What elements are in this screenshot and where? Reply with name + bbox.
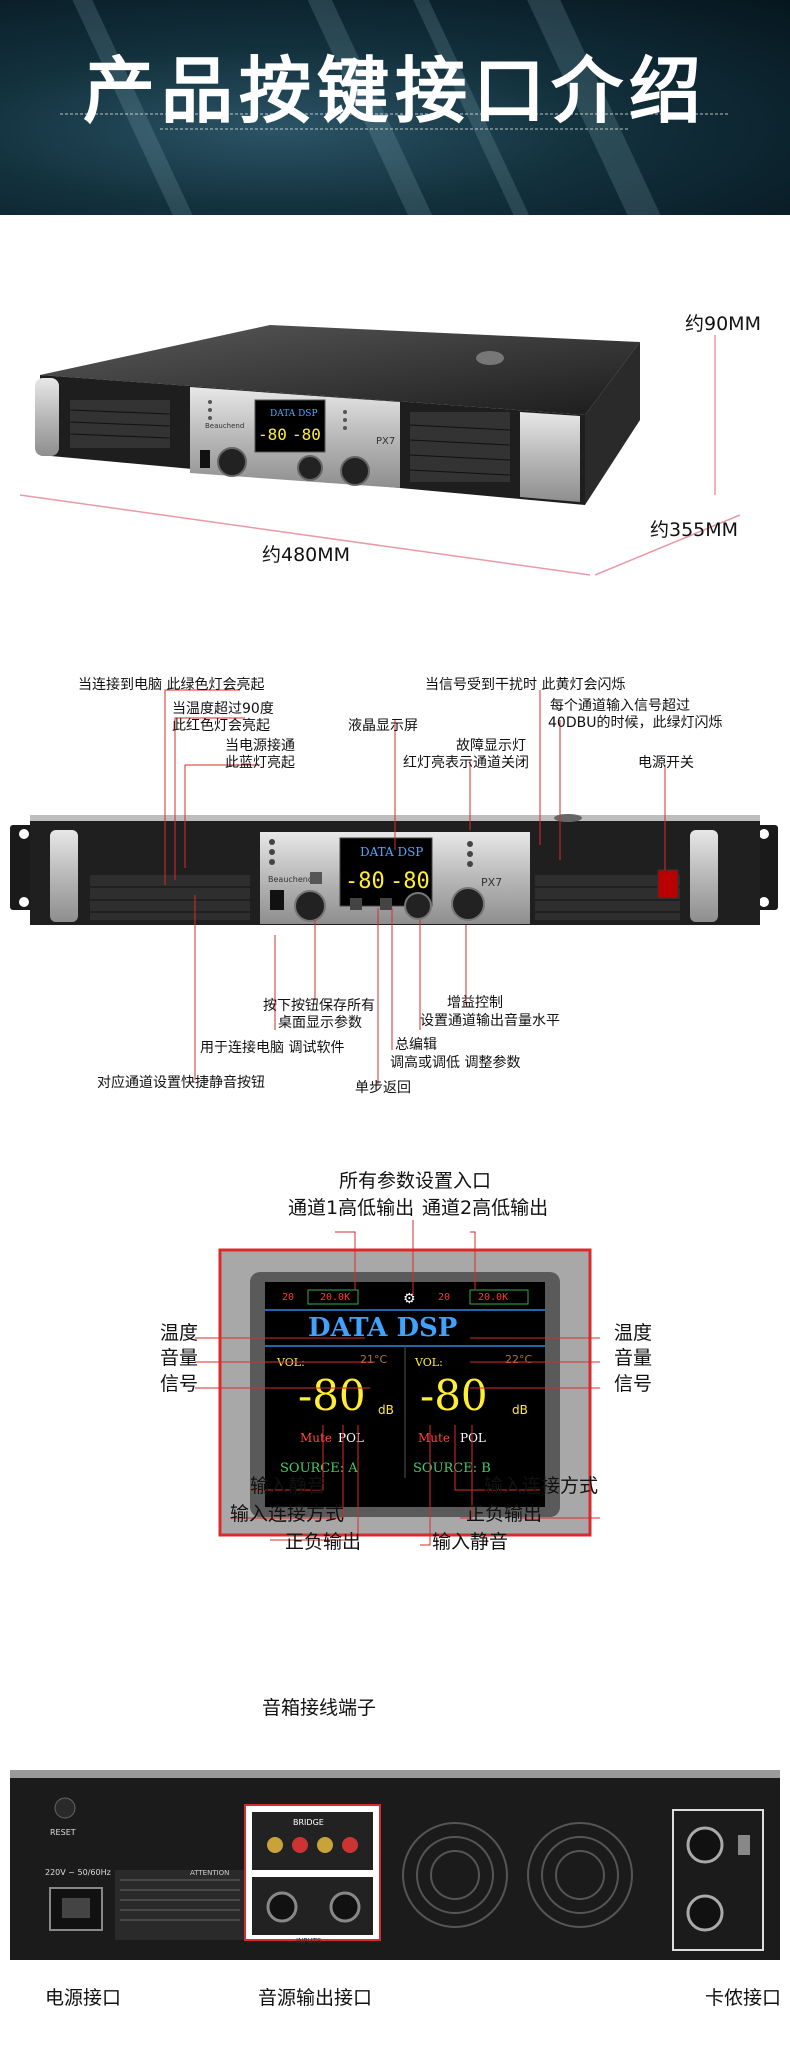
svg-text:-80: -80 (420, 1371, 488, 1420)
svg-text:Mute: Mute (300, 1431, 332, 1445)
page-title: 产品按键接口介绍 (82, 49, 707, 133)
label-save-button-1: 按下按钮保存所有 (263, 998, 375, 1014)
label-save-button-2: 桌面显示参数 (278, 1015, 362, 1031)
svg-text:VOL:: VOL: (414, 1356, 443, 1369)
svg-text:-80: -80 (345, 869, 385, 894)
gear-icon: ⚙ (403, 1291, 416, 1307)
dim-height: 约90MM (685, 313, 761, 335)
svg-text:POL: POL (338, 1431, 364, 1445)
label-terminal: 音箱接线端子 (262, 1697, 377, 1719)
svg-text:dB: dB (378, 1403, 394, 1417)
rear-panel-drawing: RESET 220V ~ 50/60Hz ATTENTION BRIDGE IN… (10, 1770, 780, 1960)
svg-text:21°C: 21°C (360, 1353, 387, 1366)
label-signal-led-1: 每个通道输入信号超过 (550, 698, 690, 714)
label-clip-led: 当信号受到干扰时 此黄灯会闪烁 (425, 677, 626, 693)
svg-text:BRIDGE: BRIDGE (293, 1818, 324, 1827)
svg-text:DATA DSP: DATA DSP (270, 409, 318, 419)
svg-text:22°C: 22°C (505, 1353, 532, 1366)
svg-text:-80: -80 (390, 869, 430, 894)
svg-text:20: 20 (282, 1292, 294, 1303)
svg-text:-80: -80 (298, 1371, 366, 1420)
svg-text:Mute: Mute (418, 1431, 450, 1445)
svg-text:DATA DSP: DATA DSP (360, 845, 423, 859)
label-fault-led-2: 红灯亮表示通道关闭 (403, 755, 529, 771)
front-panel-leaders (164, 689, 666, 1085)
label-usb: 用于连接电脑 调试软件 (200, 1040, 345, 1056)
label-gain-knob-1: 增益控制 (447, 995, 503, 1011)
title-banner: 产品按键接口介绍 (0, 0, 790, 215)
svg-text:POL: POL (460, 1431, 486, 1445)
label-mute-button: 对应通道设置快捷静音按钮 (97, 1075, 265, 1091)
svg-text:220V ~ 50/60Hz: 220V ~ 50/60Hz (45, 1868, 111, 1877)
label-signal-led-2: 40DBU的时候，此绿灯闪烁 (548, 715, 723, 731)
label-pol-b: 正负输出 (466, 1503, 543, 1525)
label-fault-led-1: 故障显示灯 (456, 738, 526, 754)
svg-text:20: 20 (438, 1292, 450, 1303)
label-back-button: 单步返回 (355, 1080, 411, 1096)
label-gain-knob-2: 设置通道输出音量水平 (420, 1013, 560, 1029)
svg-text:RESET: RESET (50, 1828, 76, 1837)
label-edit-knob-1: 总编辑 (395, 1037, 437, 1053)
label-mute-b: 输入静音 (432, 1531, 509, 1553)
label-power-switch: 电源开关 (638, 755, 694, 771)
svg-text:dB: dB (512, 1403, 528, 1417)
svg-text:INPUTS: INPUTS (296, 1937, 322, 1945)
label-settings: 所有参数设置入口 (338, 1170, 491, 1192)
label-pol-a: 正负输出 (285, 1531, 362, 1553)
label-ch1-hilo: 通道1高低输出 (288, 1197, 415, 1219)
svg-text:Beauchend: Beauchend (268, 875, 313, 884)
label-conn-b: 输入连接方式 (484, 1475, 599, 1497)
label-ch2-hilo: 通道2高低输出 (422, 1197, 549, 1219)
amp-3d-drawing: DATA DSP -80 -80 Beauchend PX7 (19, 325, 741, 576)
svg-text:PX7: PX7 (376, 436, 395, 447)
label-vol-r: 音量 (614, 1347, 653, 1369)
front-panel-drawing: DATA DSP -80 -80 Beauchend PX7 (10, 814, 778, 925)
display-leaders (195, 1220, 600, 1546)
display-zoom: 20 20.0K 20 20.0K ⚙ DATA DSP VOL: 21°C -… (218, 1248, 592, 1537)
svg-text:PX7: PX7 (481, 876, 502, 889)
label-power-led-2: 此蓝灯亮起 (225, 755, 295, 771)
label-conn-a: 输入连接方式 (230, 1503, 345, 1525)
label-mute-a: 输入静音 (250, 1475, 327, 1497)
label-sig-r: 信号 (614, 1373, 653, 1395)
label-sig-l: 信号 (160, 1373, 199, 1395)
label-xlr-in: 卡侬接口 (705, 1987, 782, 2009)
label-temp-led-1: 当温度超过90度 (172, 701, 274, 717)
svg-text:-80: -80 (258, 425, 287, 444)
label-vol-l: 音量 (160, 1347, 199, 1369)
label-temp-r: 温度 (614, 1322, 653, 1344)
label-edit-knob-2: 调高或调低 调整参数 (390, 1055, 521, 1071)
svg-text:20.0K: 20.0K (320, 1292, 350, 1303)
svg-text:20.0K: 20.0K (478, 1292, 508, 1303)
label-temp-l: 温度 (160, 1322, 199, 1344)
svg-text:Beauchend: Beauchend (205, 422, 244, 430)
svg-text:SOURCE: A: SOURCE: A (280, 1461, 358, 1476)
label-lcd: 液晶显示屏 (348, 718, 418, 734)
label-power-in: 电源接口 (45, 1987, 122, 2009)
svg-text:-80: -80 (292, 425, 321, 444)
svg-text:ATTENTION: ATTENTION (190, 1869, 229, 1877)
svg-text:SOURCE: B: SOURCE: B (413, 1461, 491, 1476)
dim-depth: 约355MM (650, 519, 739, 541)
dim-width: 约480MM (262, 544, 351, 566)
label-power-led-1: 当电源接通 (225, 738, 295, 754)
label-audio-out: 音源输出接口 (258, 1987, 373, 2009)
label-pc-led: 当连接到电脑 此绿色灯会亮起 (78, 677, 265, 693)
label-temp-led-2: 此红色灯会亮起 (172, 718, 270, 734)
